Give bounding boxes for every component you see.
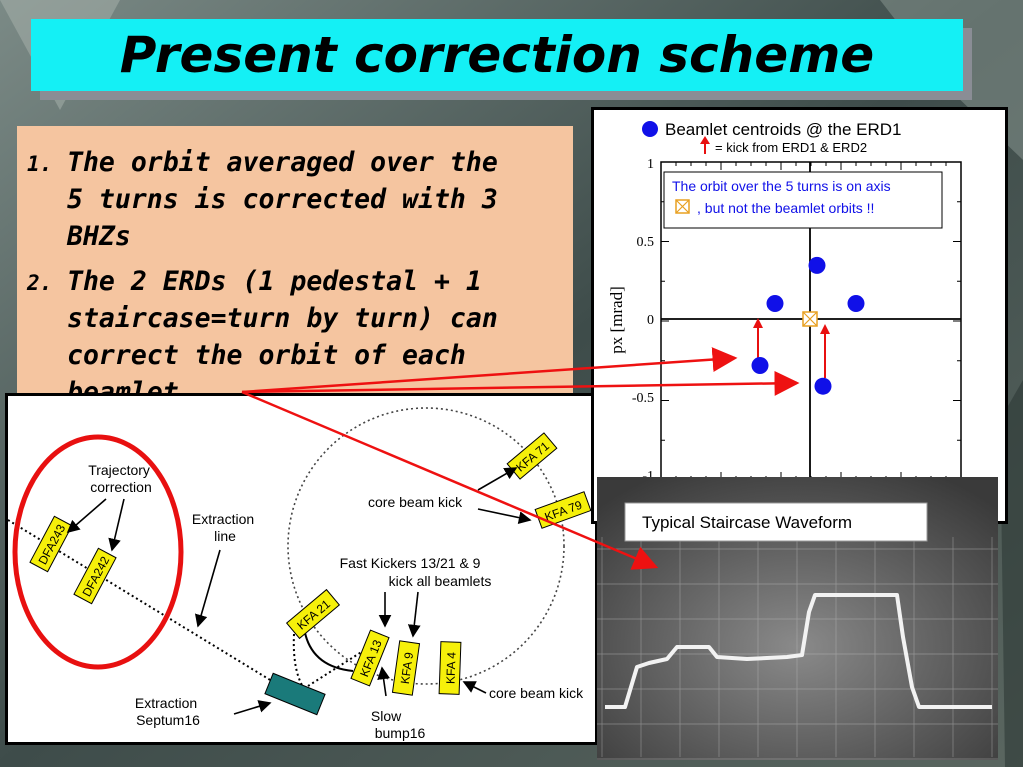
extraction-line-label: Extraction line bbox=[192, 511, 258, 544]
orbit-legend-marker-cross bbox=[675, 199, 690, 214]
waveform-caption: Typical Staircase Waveform bbox=[642, 513, 852, 532]
y-tick-label: 0.5 bbox=[637, 235, 655, 250]
kick-arrowhead bbox=[820, 324, 830, 334]
arrow bbox=[477, 508, 532, 524]
element-kfa13: KFA 13 bbox=[350, 629, 390, 687]
core-beam-kick-bottom-label: core beam kick bbox=[489, 685, 584, 701]
trajectory-correction-label: Trajectory correction bbox=[88, 462, 154, 495]
legend-centroid-marker bbox=[642, 121, 658, 137]
bullet-number: 2. bbox=[27, 271, 53, 295]
fast-kickers-label: Fast Kickers 13/21 & 9 kick all beamlets bbox=[340, 555, 492, 589]
slow-bump-label: Slow bump16 bbox=[371, 708, 426, 741]
element-kfa79: KFA 79 bbox=[534, 491, 592, 529]
bullet-text: The orbit averaged over the 5 turns is c… bbox=[67, 144, 573, 255]
extraction-line bbox=[8, 519, 281, 687]
core-beam-kick-top-label: core beam kick bbox=[368, 494, 463, 510]
bullet-line: The 2 ERDs (1 pedestal + 1 bbox=[67, 266, 482, 297]
beamlet-plot-panel: Beamlet centroids @ the ERD1 = kick from… bbox=[591, 107, 1008, 524]
waveform-trace bbox=[605, 593, 992, 709]
trajectory-oval bbox=[12, 434, 184, 670]
bullet-line: staircase=turn by turn) can bbox=[67, 303, 498, 334]
kick-curve bbox=[307, 650, 364, 687]
extraction-diagram: DFA243 DFA242 KFA 21 KFA 13 KFA 9 KFA 4 … bbox=[5, 393, 598, 745]
title-box: Present correction scheme bbox=[31, 19, 963, 91]
arrow bbox=[377, 666, 390, 697]
ring-circle bbox=[287, 407, 565, 685]
element-kfa21: KFA 21 bbox=[285, 588, 341, 640]
septum-label: Extraction Septum16 bbox=[135, 695, 201, 728]
arrow bbox=[477, 467, 518, 491]
arrow bbox=[462, 681, 487, 694]
data-points bbox=[751, 256, 865, 395]
legend-kick-label: = kick from ERD1 & ERD2 bbox=[715, 140, 867, 155]
note-box bbox=[663, 171, 943, 229]
element-dfa242: DFA242 bbox=[73, 547, 117, 605]
bullet-number: 1. bbox=[27, 152, 53, 176]
element-kfa4: KFA 4 bbox=[438, 641, 462, 695]
bullet-line: The orbit averaged over the bbox=[67, 147, 498, 178]
legend-centroids-label: Beamlet centroids @ the ERD1 bbox=[665, 120, 901, 139]
beamlet-centroid-point bbox=[751, 357, 769, 375]
beamlet-centroid-point bbox=[808, 256, 826, 274]
septum-element bbox=[264, 672, 326, 716]
element-label: KFA 9 bbox=[398, 651, 416, 685]
bullet-line: 5 turns is corrected with 3 bbox=[67, 184, 498, 215]
bullet-line: BHZs bbox=[67, 221, 131, 252]
element-dfa243: DFA243 bbox=[29, 515, 73, 573]
legend-kick-arrowhead bbox=[700, 136, 710, 144]
kick-curve bbox=[292, 633, 309, 695]
y-tick-label: 0 bbox=[647, 313, 654, 328]
beamlet-centroid-point bbox=[847, 295, 865, 313]
element-kfa9: KFA 9 bbox=[391, 640, 421, 696]
beamlet-centroid-point bbox=[814, 377, 832, 395]
page-title: Present correction scheme bbox=[119, 26, 875, 84]
arrow bbox=[108, 498, 125, 552]
note-line-1: The orbit over the 5 turns is on axis bbox=[672, 178, 891, 194]
bullet-text: The 2 ERDs (1 pedestal + 1 staircase=tur… bbox=[67, 263, 573, 411]
staircase-waveform-photo: Typical Staircase Waveform bbox=[597, 477, 998, 760]
y-tick-label: 1 bbox=[647, 157, 654, 172]
note-line-2: , but not the beamlet orbits !! bbox=[697, 200, 874, 216]
element-label: KFA 4 bbox=[443, 651, 458, 684]
bullet-text-box: 1. The orbit averaged over the 5 turns i… bbox=[17, 126, 573, 414]
arrow bbox=[66, 498, 107, 534]
orbit-marker-cross bbox=[802, 311, 818, 327]
arrow bbox=[194, 549, 221, 628]
y-axis-label: px [mrad] bbox=[607, 286, 626, 354]
y-tick-label: -0.5 bbox=[632, 391, 654, 406]
bullet-line: correct the orbit of each bbox=[67, 340, 466, 371]
arrow bbox=[233, 700, 272, 715]
arrow bbox=[407, 591, 421, 638]
beamlet-centroid-point bbox=[766, 295, 784, 313]
kick-arrowhead bbox=[753, 318, 763, 328]
